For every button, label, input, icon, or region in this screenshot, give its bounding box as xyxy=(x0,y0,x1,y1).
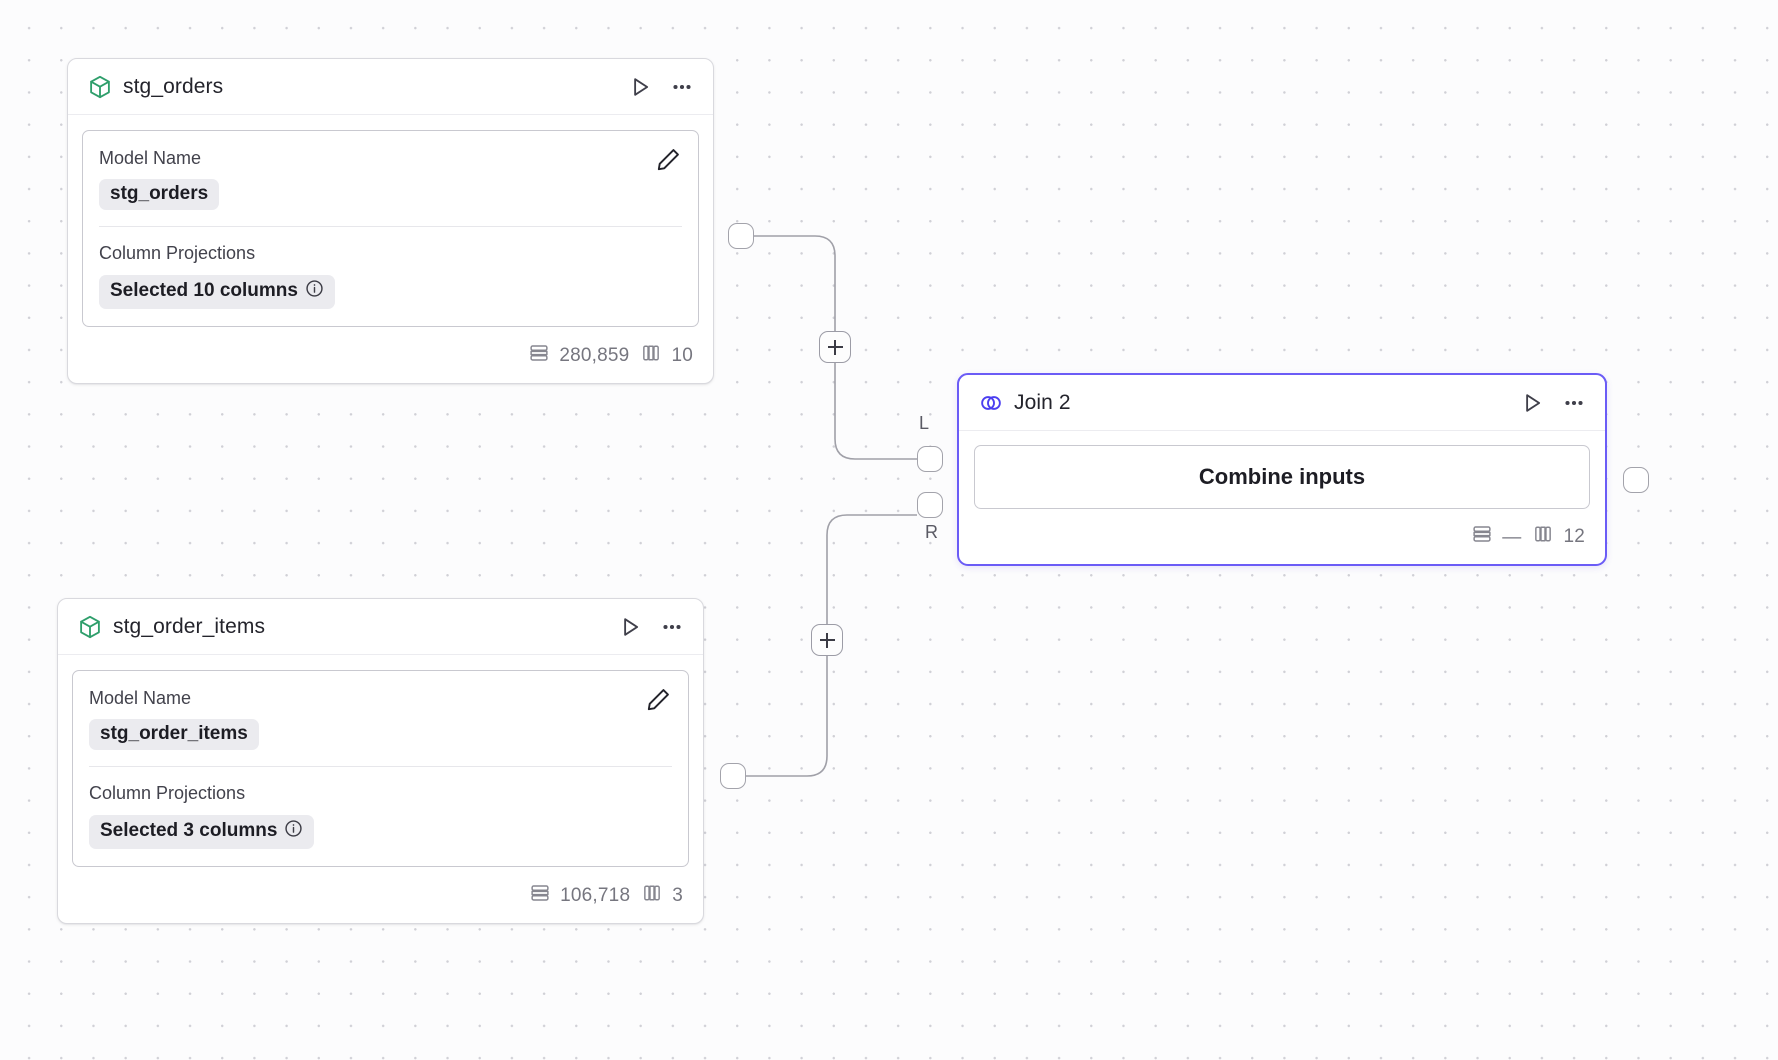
model-name-value: stg_orders xyxy=(110,183,209,205)
model-name-field: Model Name stg_orders xyxy=(99,146,682,211)
row-count-stat: 106,718 xyxy=(529,882,630,910)
row-count-value: — xyxy=(1502,526,1522,548)
model-name-value: stg_order_items xyxy=(100,723,248,745)
node-footer-stats: 106,718 3 xyxy=(58,876,703,923)
node-header: stg_order_items xyxy=(58,599,703,655)
model-name-field: Model Name stg_order_items xyxy=(89,686,672,751)
node-header-actions xyxy=(617,614,685,640)
model-config-card: Model Name stg_order_items Column Projec… xyxy=(72,670,689,867)
model-name-label: Model Name xyxy=(89,688,192,708)
node-join-2[interactable]: Join 2 Combine inputs xyxy=(957,373,1607,566)
column-count-stat: 3 xyxy=(641,882,683,910)
combine-inputs-button[interactable]: Combine inputs xyxy=(974,445,1590,509)
more-options-icon[interactable] xyxy=(669,74,695,100)
run-icon[interactable] xyxy=(627,74,653,100)
more-options-icon[interactable] xyxy=(1561,390,1587,416)
edit-pencil-icon[interactable] xyxy=(655,146,682,173)
input-port-right[interactable] xyxy=(917,492,943,518)
column-count-value: 12 xyxy=(1563,526,1585,547)
combine-inputs-label: Combine inputs xyxy=(1198,464,1366,489)
info-icon[interactable] xyxy=(284,819,303,844)
output-port-stg-order-items[interactable] xyxy=(720,763,746,789)
field-divider xyxy=(89,766,672,768)
node-title: stg_orders xyxy=(123,74,224,98)
add-node-button-upper[interactable] xyxy=(819,331,851,363)
model-name-label: Model Name xyxy=(99,148,202,168)
row-count-value: 106,718 xyxy=(560,884,631,906)
input-port-label-left: L xyxy=(919,413,930,433)
node-body: Model Name stg_order_items Column Projec… xyxy=(58,655,703,876)
output-port-stg-orders[interactable] xyxy=(728,223,754,249)
field-divider xyxy=(99,226,682,228)
node-footer-stats: — 12 xyxy=(959,517,1605,564)
run-icon[interactable] xyxy=(617,614,643,640)
cube-icon xyxy=(77,614,103,640)
column-count-stat: 10 xyxy=(640,342,693,370)
node-footer-stats: 280,859 10 xyxy=(68,336,713,383)
rows-icon xyxy=(528,342,550,370)
node-header-actions xyxy=(627,74,695,100)
column-projections-value: Selected 10 columns xyxy=(110,280,298,302)
edit-pencil-icon[interactable] xyxy=(645,686,672,713)
info-icon[interactable] xyxy=(305,279,324,304)
input-port-label-right: R xyxy=(925,522,938,542)
row-count-stat: 280,859 xyxy=(528,342,629,370)
column-projections-chip[interactable]: Selected 3 columns xyxy=(89,814,315,849)
rows-icon xyxy=(1471,523,1493,551)
column-projections-chip[interactable]: Selected 10 columns xyxy=(99,274,335,309)
column-projections-label: Column Projections xyxy=(99,243,256,264)
row-count-stat: — xyxy=(1471,523,1521,551)
node-stg-order-items[interactable]: stg_order_items Model Name xyxy=(57,598,704,924)
rows-icon xyxy=(529,882,551,910)
node-header: Join 2 xyxy=(959,375,1605,431)
node-body: Model Name stg_orders Column Projections xyxy=(68,115,713,336)
columns-icon xyxy=(641,882,663,910)
node-header: stg_orders xyxy=(68,59,713,115)
row-count-value: 280,859 xyxy=(559,344,630,366)
venn-join-icon xyxy=(978,390,1004,416)
join-body: Combine inputs xyxy=(959,431,1605,517)
run-icon[interactable] xyxy=(1519,390,1545,416)
add-node-button-lower[interactable] xyxy=(811,624,843,656)
cube-icon xyxy=(87,74,113,100)
columns-icon xyxy=(640,342,662,370)
more-options-icon[interactable] xyxy=(659,614,685,640)
column-projections-field: Column Projections Selected 10 columns xyxy=(99,241,682,309)
node-title: Join 2 xyxy=(1014,390,1071,414)
model-name-chip[interactable]: stg_orders xyxy=(99,179,220,211)
column-projections-value: Selected 3 columns xyxy=(100,820,278,842)
column-projections-field: Column Projections Selected 3 columns xyxy=(89,781,672,849)
node-header-actions xyxy=(1519,390,1587,416)
model-name-chip[interactable]: stg_order_items xyxy=(89,719,259,751)
input-port-left[interactable] xyxy=(917,446,943,472)
node-stg-orders[interactable]: stg_orders Model Name xyxy=(67,58,714,384)
output-port-join-2[interactable] xyxy=(1623,467,1649,493)
column-count-value: 10 xyxy=(671,344,693,366)
model-config-card: Model Name stg_orders Column Projections xyxy=(82,130,699,327)
column-projections-label: Column Projections xyxy=(89,783,246,804)
column-count-stat: 12 xyxy=(1532,523,1585,551)
columns-icon xyxy=(1532,523,1554,551)
node-title: stg_order_items xyxy=(113,614,266,638)
column-count-value: 3 xyxy=(672,884,683,906)
